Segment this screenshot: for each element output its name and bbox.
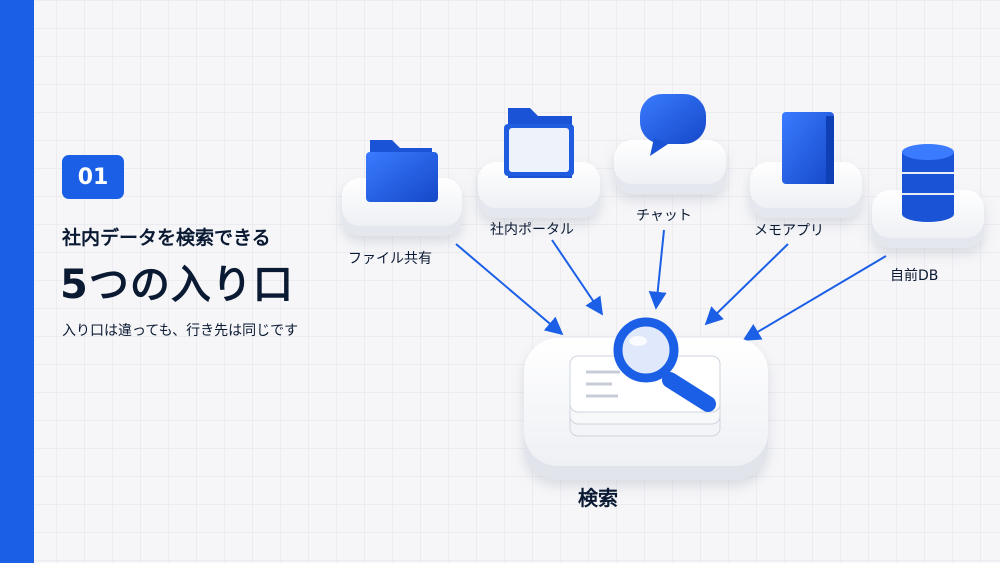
accent-bar <box>0 0 34 563</box>
edge-file-share <box>455 243 564 336</box>
label-file-share: ファイル共有 <box>348 251 432 267</box>
label-db: 自前DB <box>890 268 939 284</box>
label-search: 検索 <box>578 486 618 510</box>
open-folder-icon <box>504 108 574 178</box>
label-portal: 社内ポータル <box>490 222 574 238</box>
label-memo: メモアプリ <box>754 223 824 239</box>
chat-bubble-icon <box>640 94 706 156</box>
edge-db <box>742 255 887 341</box>
slide-title: 5つの入り口 <box>60 262 294 308</box>
edge-chat <box>648 229 667 310</box>
edge-memo <box>704 243 789 326</box>
edge-portal <box>551 239 604 316</box>
edges <box>455 229 887 341</box>
section-number-badge: 01 <box>62 155 124 199</box>
label-chat: チャット <box>636 208 692 224</box>
folder-icon <box>366 140 438 202</box>
slide-subtitle: 社内データを検索できる <box>62 227 271 249</box>
slide-description: 入り口は違っても、行き先は同じです <box>62 323 299 339</box>
notebook-icon <box>782 112 834 184</box>
magnifier-documents-icon <box>569 317 721 437</box>
node-chat <box>614 140 726 194</box>
database-icon <box>902 144 954 222</box>
